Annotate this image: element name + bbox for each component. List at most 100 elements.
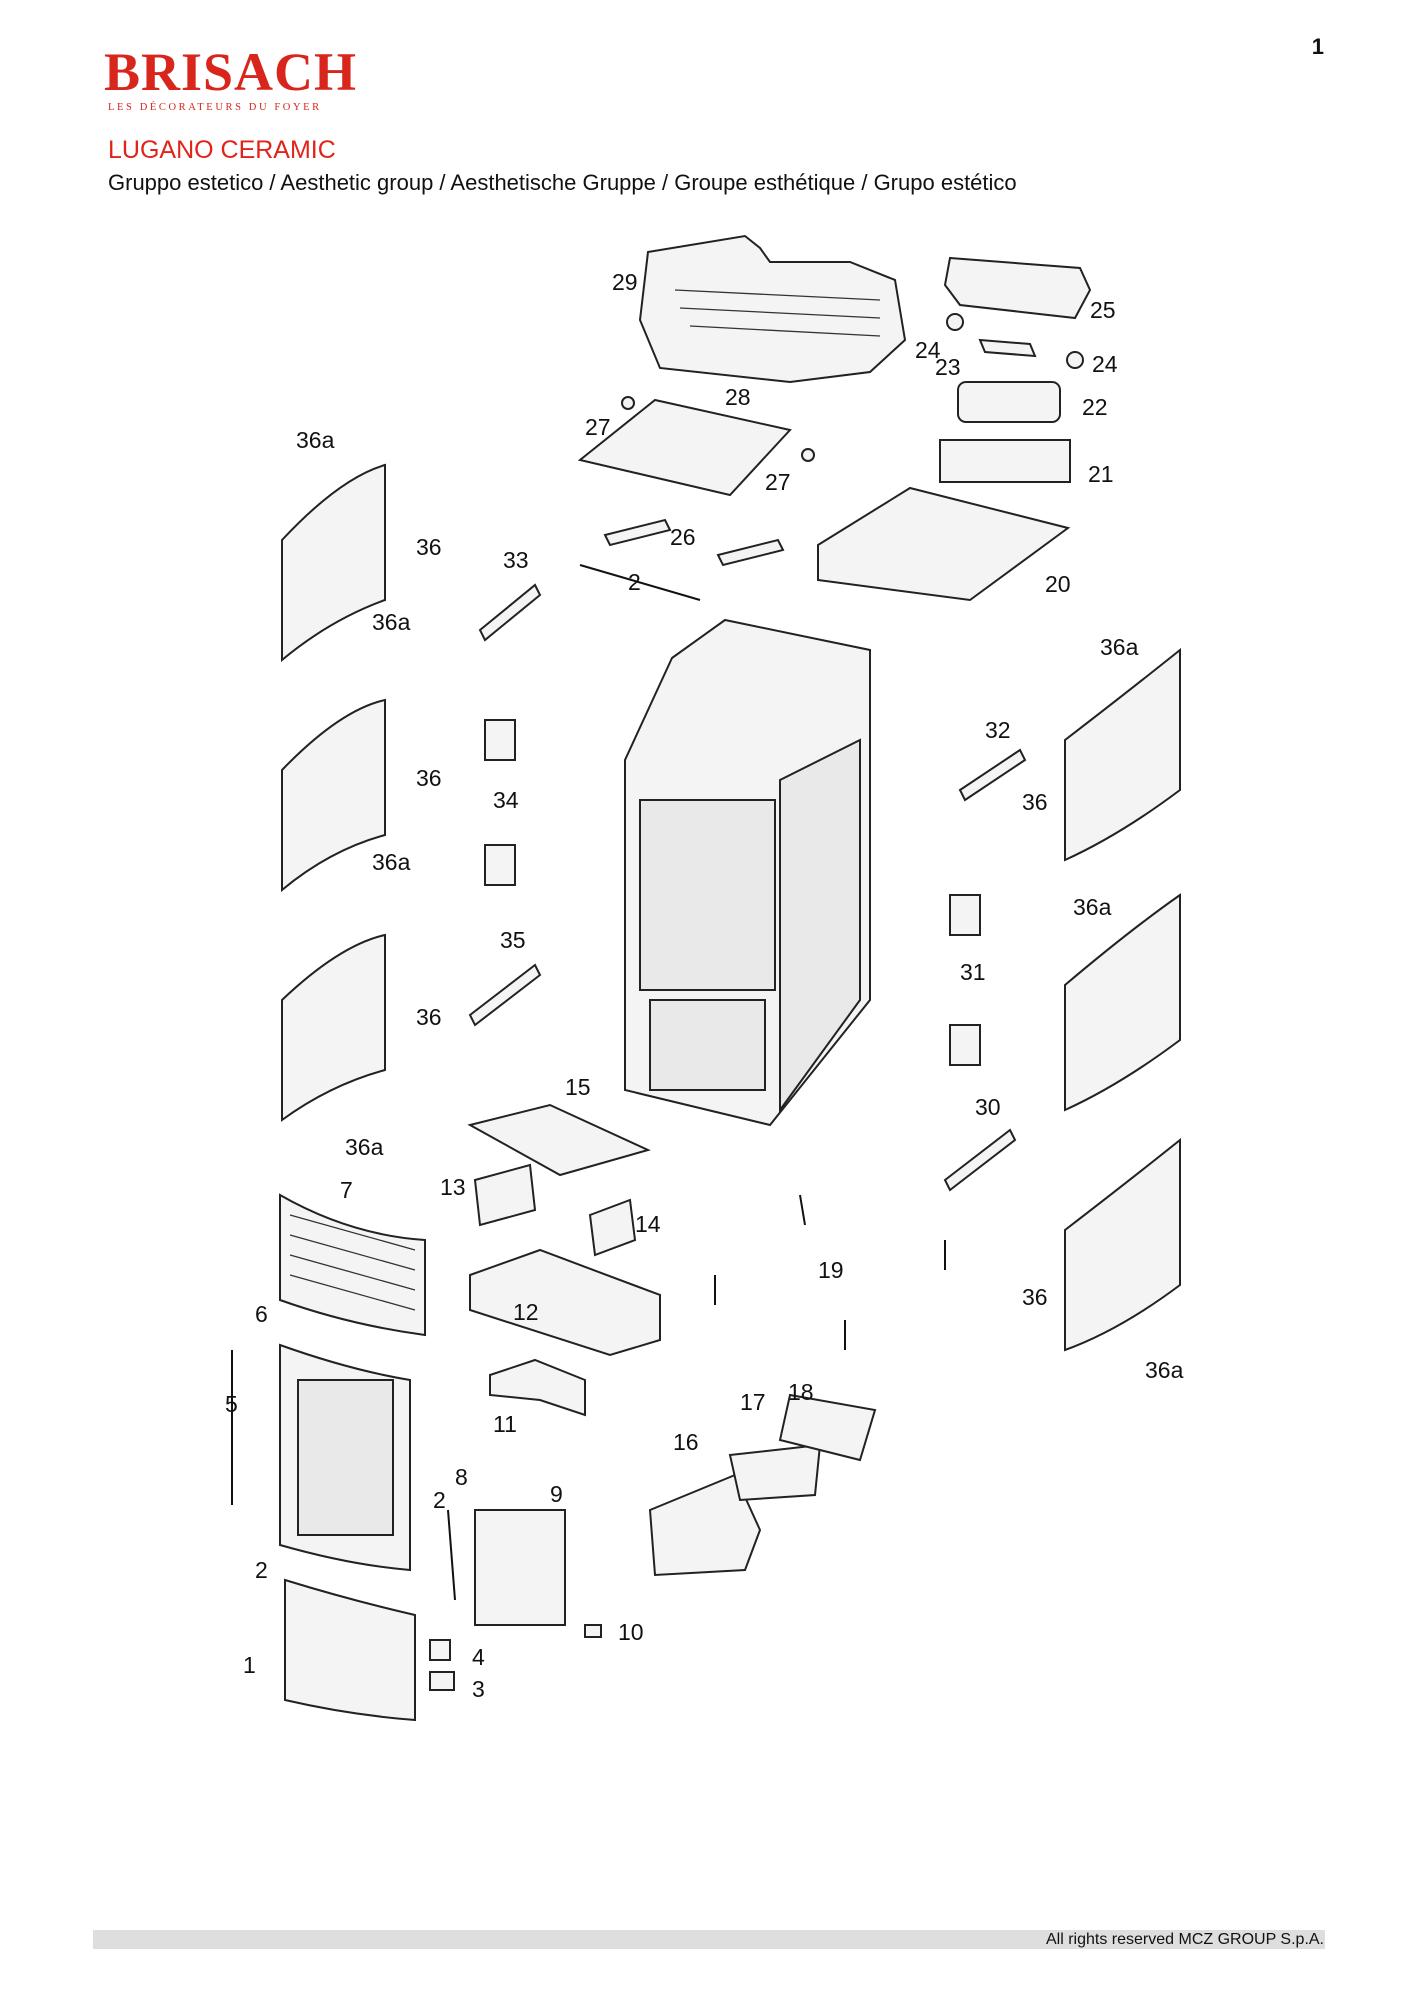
part-17 xyxy=(728,1443,822,1502)
callout-17: 17 xyxy=(740,1389,766,1415)
stove-body xyxy=(624,618,871,1127)
callout-26: 26 xyxy=(670,524,696,550)
left-panel-middle xyxy=(281,698,386,893)
callout-4: 4 xyxy=(472,1644,485,1670)
brand-tagline: LES DÉCORATEURS DU FOYER xyxy=(108,102,322,113)
callout-36a: 36a xyxy=(296,427,335,453)
part-6-door xyxy=(279,1343,411,1572)
right-panel-top xyxy=(1064,647,1181,862)
left-panel-bottom xyxy=(281,933,386,1122)
callout-2-c: 2 xyxy=(255,1557,268,1583)
callout-36a-4: 36a xyxy=(1100,634,1139,660)
part-26-left xyxy=(603,518,672,547)
callout-1: 1 xyxy=(243,1652,256,1678)
callout-36-3: 36 xyxy=(416,1004,442,1030)
callout-24b: 24 xyxy=(1092,351,1118,377)
part-9 xyxy=(474,1509,566,1626)
right-panel-bottom xyxy=(1064,1137,1181,1352)
callout-22: 22 xyxy=(1082,394,1108,420)
part-12 xyxy=(469,1248,661,1357)
callout-5: 5 xyxy=(225,1391,238,1417)
callout-29: 29 xyxy=(612,269,638,295)
callout-36a-2: 36a xyxy=(372,609,411,635)
part-14 xyxy=(588,1198,637,1257)
callout-31: 31 xyxy=(960,959,986,985)
part-31-top xyxy=(949,894,981,936)
part-1 xyxy=(284,1578,416,1722)
part-24-right xyxy=(1066,351,1084,369)
callout-12: 12 xyxy=(513,1299,539,1325)
callout-34: 34 xyxy=(493,787,519,813)
part-18 xyxy=(778,1393,877,1462)
callout-14: 14 xyxy=(635,1211,661,1237)
part-8 xyxy=(447,1509,456,1601)
part-3 xyxy=(429,1671,455,1691)
callout-2: 2 xyxy=(628,569,641,595)
part-4 xyxy=(429,1639,451,1661)
brisach-logo: BRISACH LES DÉCORATEURS DU FOYER xyxy=(104,42,364,118)
callout-23: 23 xyxy=(935,354,961,380)
callout-36a-6: 36a xyxy=(345,1134,384,1160)
part-21 xyxy=(939,439,1071,483)
callout-21: 21 xyxy=(1088,461,1114,487)
callout-28: 28 xyxy=(725,384,751,410)
part-27-right xyxy=(801,448,815,462)
page-subtitle: Gruppo estetico / Aesthetic group / Aest… xyxy=(108,170,1017,195)
callout-27b: 27 xyxy=(765,469,791,495)
callout-30: 30 xyxy=(975,1094,1001,1120)
callout-27: 27 xyxy=(585,414,611,440)
footer-bar xyxy=(93,1930,1325,1949)
callout-35: 35 xyxy=(500,927,526,953)
part-25 xyxy=(943,256,1092,320)
part-15 xyxy=(467,1103,651,1177)
part-13 xyxy=(473,1163,537,1227)
page-title: LUGANO CERAMIC xyxy=(108,136,336,164)
part-31-bottom xyxy=(949,1024,981,1066)
callout-36-2: 36 xyxy=(416,765,442,791)
callout-11: 11 xyxy=(493,1411,517,1437)
right-panel-middle xyxy=(1064,893,1181,1112)
part-32 xyxy=(958,748,1027,802)
callout-2-b: 2 xyxy=(433,1487,446,1513)
callout-19: 19 xyxy=(818,1257,844,1283)
callout-20: 20 xyxy=(1045,571,1071,597)
part-24-left xyxy=(946,313,964,331)
footer-copyright: All rights reserved MCZ GROUP S.p.A. xyxy=(1046,1931,1324,1948)
part-28 xyxy=(577,398,792,497)
callout-33: 33 xyxy=(503,547,529,573)
callout-36a-3: 36a xyxy=(372,849,411,875)
callout-13: 13 xyxy=(440,1174,466,1200)
part-19-feet xyxy=(714,1194,946,1350)
callout-9: 9 xyxy=(550,1481,563,1507)
callout-16: 16 xyxy=(673,1429,699,1455)
callout-10: 10 xyxy=(618,1619,644,1645)
part-34-top xyxy=(484,719,516,761)
part-27-left xyxy=(621,396,635,410)
callout-24: 24 xyxy=(915,337,941,363)
callout-32: 32 xyxy=(985,717,1011,743)
part-26-right xyxy=(716,538,785,567)
part-20 xyxy=(817,486,1071,602)
part-10 xyxy=(584,1624,602,1638)
callout-labels: 29 25 24 23 24 22 21 28 27 27 26 2 20 36… xyxy=(225,269,1184,1702)
callout-36: 36 xyxy=(416,534,442,560)
part-30 xyxy=(943,1128,1017,1192)
callout-18: 18 xyxy=(788,1379,814,1405)
callout-36-5: 36 xyxy=(1022,1284,1048,1310)
part-top-cover xyxy=(638,234,907,384)
callout-8: 8 xyxy=(455,1464,468,1490)
part-34-bottom xyxy=(484,844,516,886)
part-2-rod xyxy=(579,564,701,601)
left-panel-top xyxy=(281,463,386,663)
part-7-grille xyxy=(279,1193,426,1337)
part-16 xyxy=(648,1473,762,1577)
callout-7: 7 xyxy=(340,1177,353,1203)
part-23 xyxy=(978,338,1037,358)
page-number: 1 xyxy=(1311,34,1324,59)
part-35 xyxy=(468,963,542,1027)
part-22 xyxy=(957,381,1061,423)
callout-3: 3 xyxy=(472,1676,485,1702)
brand-name: BRISACH xyxy=(104,42,358,102)
part-11 xyxy=(489,1358,586,1417)
